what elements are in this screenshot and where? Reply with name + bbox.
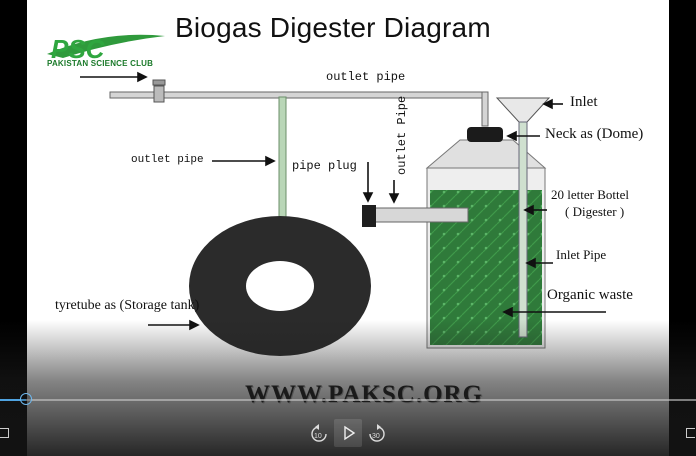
rewind-button[interactable]: 10 — [307, 422, 331, 446]
label-inlet-pipe: Inlet Pipe — [556, 247, 607, 262]
play-icon — [344, 425, 356, 441]
inlet-funnel — [495, 97, 551, 123]
inlet-pipe — [518, 121, 528, 338]
website-watermark: WWW.PAKSC.ORG — [245, 381, 484, 408]
label-pipe-plug: pipe plug — [292, 159, 357, 173]
valve — [153, 85, 165, 103]
fullscreen-icon[interactable] — [686, 428, 695, 438]
side-outlet-pipe — [373, 207, 469, 223]
logo-subtitle: PAKISTAN SCIENCE CLUB — [47, 59, 154, 68]
forward-button[interactable]: 30 — [365, 422, 389, 446]
seek-bar[interactable] — [0, 399, 696, 401]
player-controls-overlay — [0, 320, 696, 456]
label-outlet-pipe-vertical: outlet Pipe — [395, 95, 409, 175]
svg-text:PSC: PSC — [51, 34, 106, 64]
label-neck-dome: Neck as (Dome) — [545, 126, 644, 142]
valve-handle — [152, 79, 166, 86]
forward-label: 30 — [372, 433, 380, 440]
label-organic-waste: Organic waste — [547, 287, 633, 303]
pipe-plug — [362, 205, 376, 227]
seek-handle[interactable] — [19, 393, 32, 405]
label-outlet-pipe-top: outlet pipe — [326, 70, 406, 84]
outlet-pipe-down-right — [481, 91, 489, 127]
rewind-icon: 10 — [311, 424, 327, 442]
psc-logo: PSC — [47, 34, 165, 64]
label-outlet-pipe-left: outlet pipe — [131, 154, 204, 166]
label-bottle-line1: 20 letter Bottel — [551, 187, 629, 202]
label-bottle-line2: ( Digester ) — [565, 204, 625, 219]
seek-bar-progress — [0, 399, 26, 401]
outlet-pipe-horizontal — [109, 91, 489, 99]
captions-icon[interactable] — [0, 428, 9, 438]
diagram-title: Biogas Digester Diagram — [175, 12, 491, 43]
forward-icon: 30 — [369, 424, 385, 442]
label-tyretube: tyretube as (Storage tank) — [55, 298, 200, 313]
label-inlet: Inlet — [570, 94, 598, 110]
bottle-cap — [467, 127, 503, 142]
tyretube-hole — [246, 261, 314, 311]
rewind-label: 10 — [314, 433, 322, 440]
play-button[interactable] — [334, 419, 362, 447]
